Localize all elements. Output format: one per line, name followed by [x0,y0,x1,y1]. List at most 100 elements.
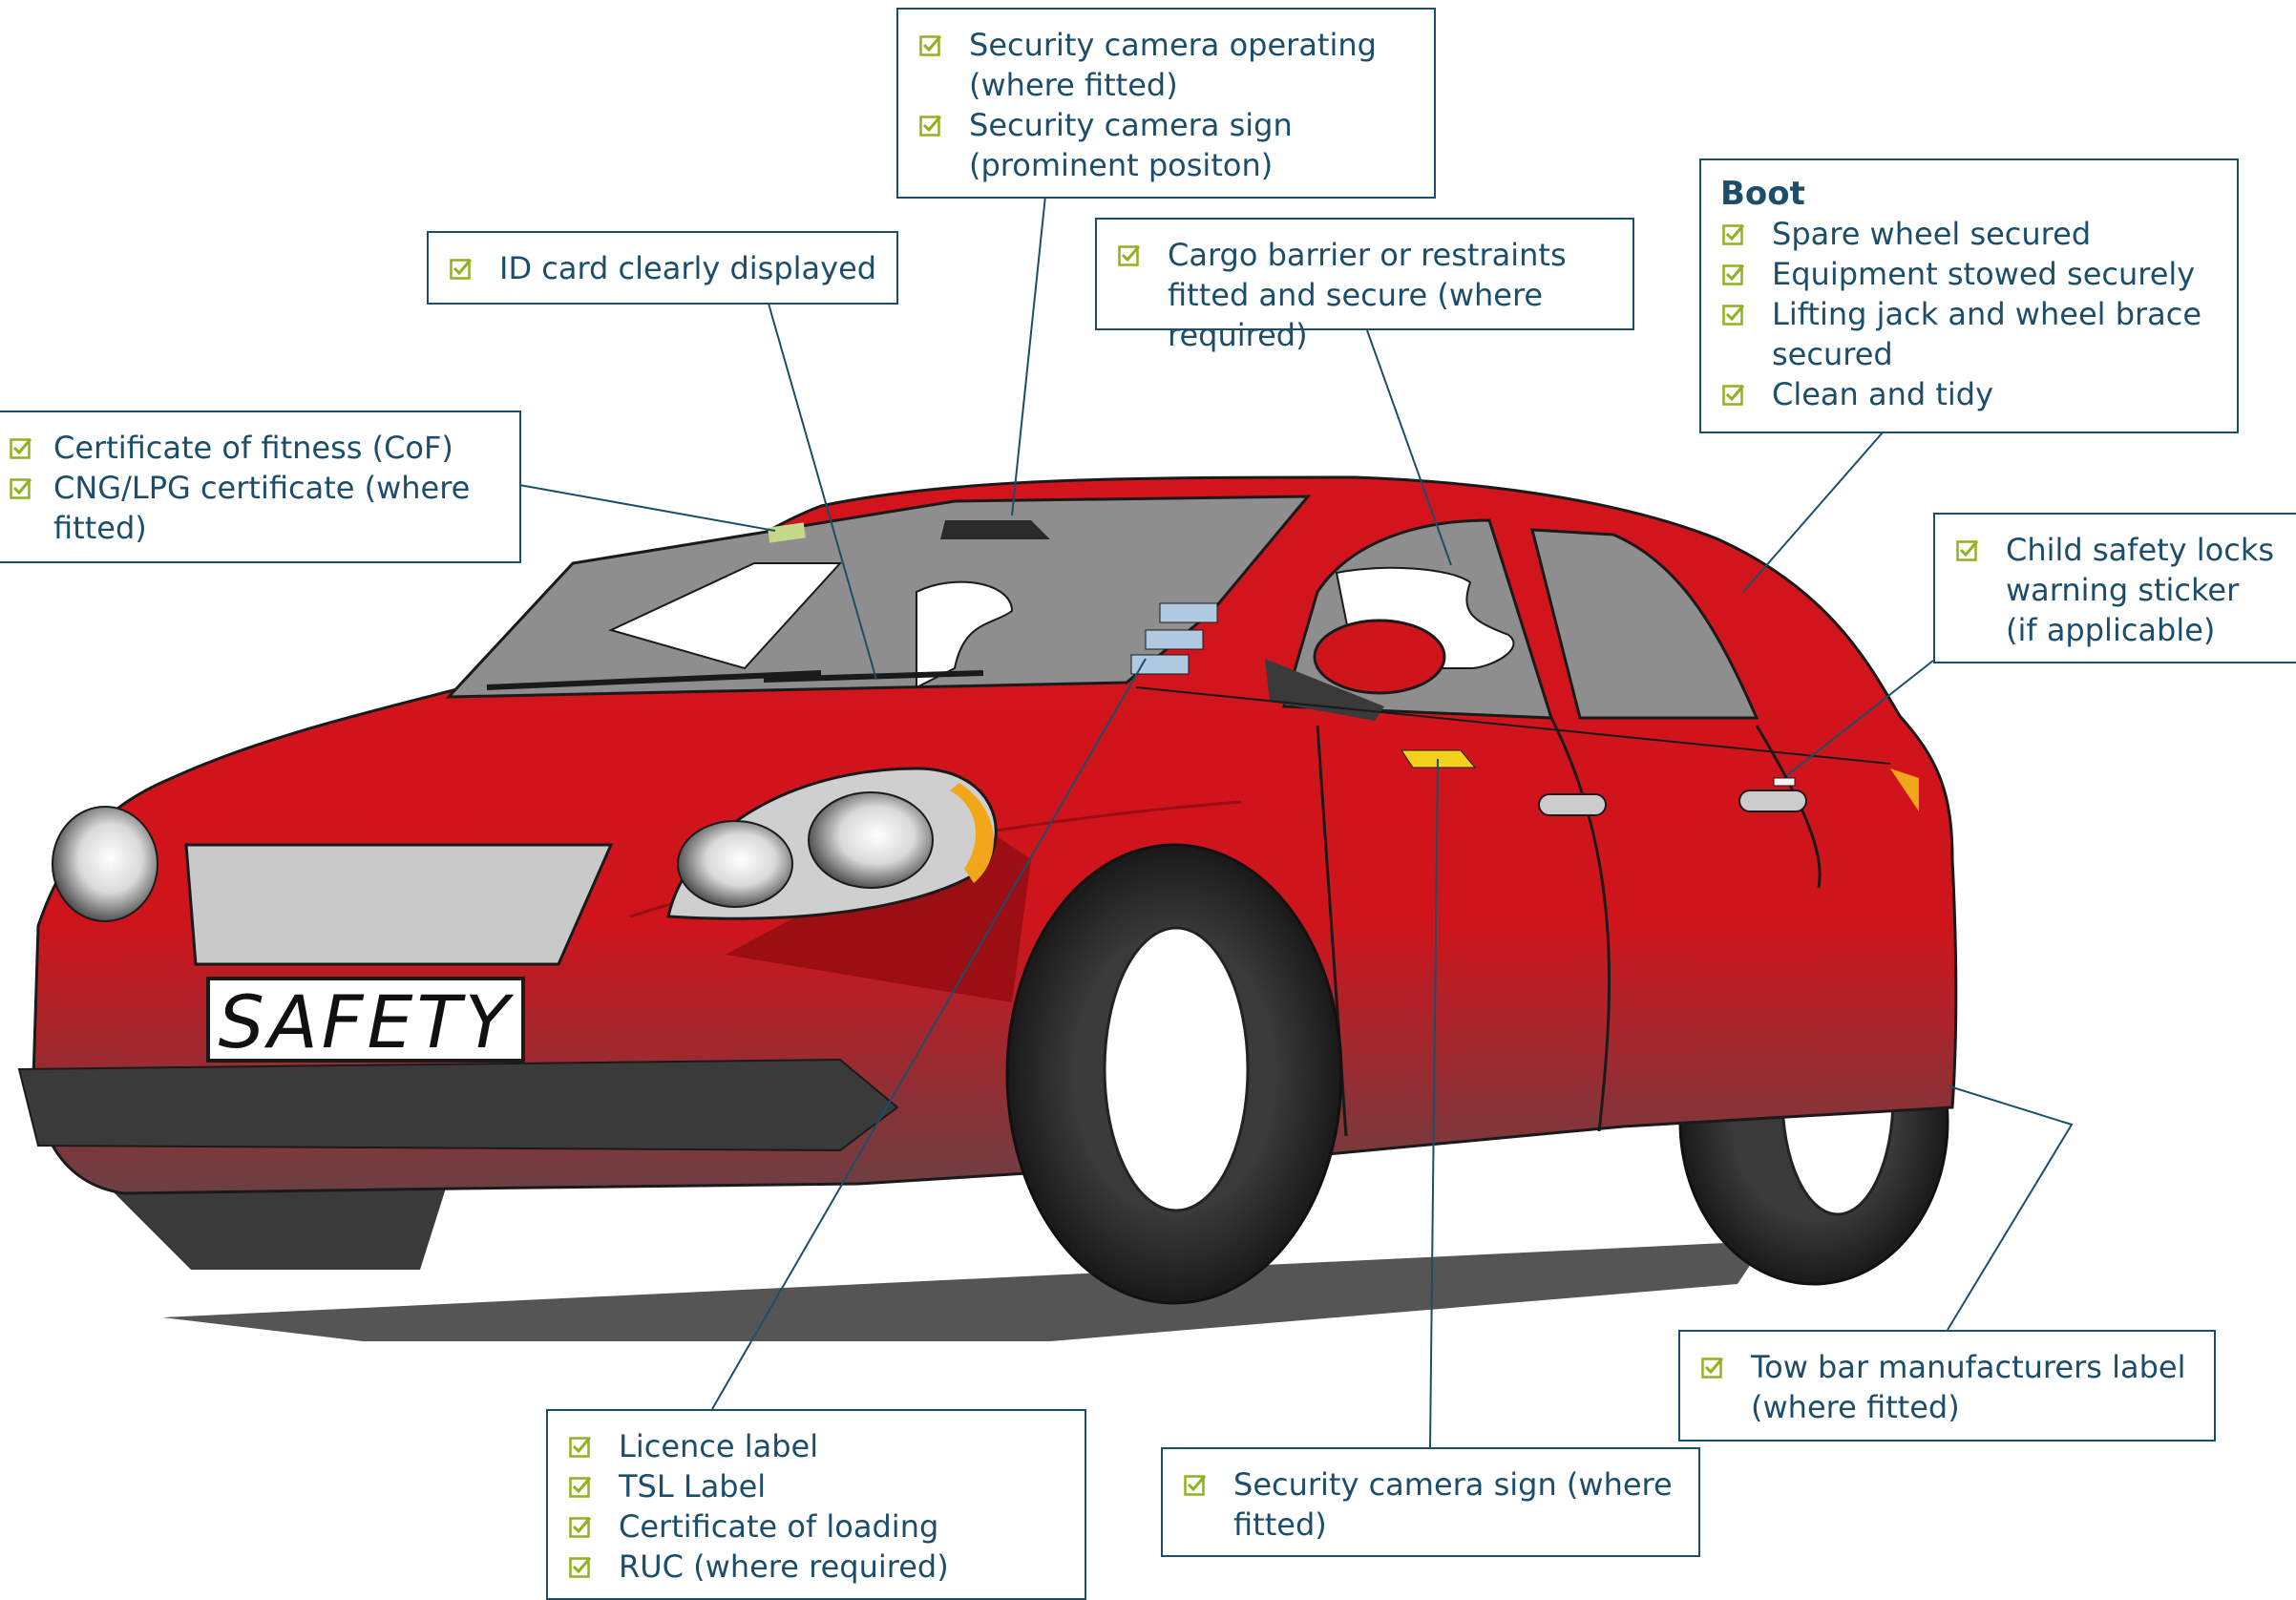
checklist-text: Clean and tidy [1772,376,1994,412]
checklist-text: Security camera sign (prominent positon) [969,107,1293,183]
licence-sticker-2 [1145,629,1204,650]
checked-box-icon [569,1437,592,1458]
licence-sticker-1 [1159,602,1218,623]
callout-camera-sign: Security camera sign (where fitted) [1161,1447,1700,1557]
checked-box-icon [10,478,32,499]
checklist-text: Security camera sign (where fitted) [1233,1466,1673,1543]
mirror-stalk [1265,659,1384,721]
checklist-item: Spare wheel secured [1720,214,2218,254]
side-mirror [1313,619,1446,695]
camerasign-list: Security camera sign (where fitted) [1182,1464,1679,1545]
checklist-item: Lifting jack and wheel brace secured [1720,294,2218,374]
rear-door-line [1549,717,1611,1132]
checklist-item: Security camera sign (prominent positon) [917,105,1415,185]
licence-sticker-3 [1130,654,1190,675]
checklist-text: Security camera operating (where fitted) [969,27,1377,103]
checked-box-icon [919,35,942,56]
checked-box-icon [1722,305,1745,326]
checklist-text: Spare wheel secured [1772,216,2092,252]
callout-cargo-barrier: Cargo barrier or restraints fitted and s… [1095,218,1634,353]
checklist-text: Licence label [619,1428,819,1464]
checklist-item: Licence label [567,1426,1065,1466]
headlight-right [808,791,934,889]
leader-licence [711,658,1147,1410]
leader-idcard [768,303,877,681]
licence-plate [206,977,525,1063]
windscreen-sticker [768,522,806,543]
checked-box-icon [569,1557,592,1578]
leader-cargo [1366,329,1452,566]
grille [184,843,614,966]
licence-list: Licence label TSL Label Certificate of l… [567,1426,1065,1587]
checklist-item: Clean and tidy [1720,374,2218,414]
front-wheel [1005,843,1343,1305]
leader-childlocks [1786,660,1934,776]
checklist-item: ID card clearly displayed [448,248,877,288]
checklist-text: Lifting jack and wheel brace secured [1772,296,2202,372]
checked-box-icon [450,259,473,280]
child-lock-sticker [1773,777,1796,787]
checked-box-icon [1722,224,1745,245]
checklist-text: Cargo barrier or restraints fitted and s… [1168,237,1567,353]
ground-shadow [162,1241,1766,1341]
checked-box-icon [1722,264,1745,285]
checklist-text: Certificate of loading [619,1508,939,1545]
fog-lamp [52,806,158,922]
checklist-text: TSL Label [619,1468,767,1505]
camera-list: Security camera operating (where fitted)… [917,25,1415,185]
rear-door-handle [1738,789,1807,812]
checklist-text: Tow bar manufacturers label (where fitte… [1751,1349,2186,1425]
checked-box-icon [1184,1475,1207,1496]
checklist-text: ID card clearly displayed [499,250,877,286]
callout-licence-label: Licence label TSL Label Certificate of l… [546,1409,1086,1600]
headlight-left [677,820,793,908]
checklist-item: Equipment stowed securely [1720,254,2218,294]
checklist-text: Child safety locks warning sticker (if a… [2006,532,2275,648]
checklist-text: Certificate of fitness (CoF) [53,430,453,466]
cof-list: Certificate of fitness (CoF) CNG/LPG cer… [8,428,500,548]
checked-box-icon [569,1517,592,1538]
checklist-text: RUC (where required) [619,1548,949,1585]
front-door-handle [1538,793,1607,816]
checklist-item: Child safety locks warning sticker (if a… [1954,530,2280,650]
leader-towbar [1947,1085,2074,1331]
checklist-item: TSL Label [567,1466,1065,1506]
cargo-list: Cargo barrier or restraints fitted and s… [1116,235,1613,355]
checklist-text: Equipment stowed securely [1772,256,2196,292]
childlocks-list: Child safety locks warning sticker (if a… [1954,530,2280,650]
checked-box-icon [569,1477,592,1498]
checked-box-icon [1118,245,1141,266]
boot-heading: Boot [1720,175,1805,213]
idcard-list: ID card clearly displayed [448,248,877,288]
callout-child-locks: Child safety locks warning sticker (if a… [1933,513,2296,663]
shoulder-line [1135,686,1891,765]
front-bumper [17,1058,899,1152]
rear-side-window [1530,528,1759,720]
checked-box-icon [1956,540,1979,561]
wiper-left [486,670,822,690]
callout-tow-bar: Tow bar manufacturers label (where fitte… [1678,1330,2216,1442]
checklist-item: CNG/LPG certificate (where fitted) [8,468,500,548]
checklist-item: Tow bar manufacturers label (where fitte… [1699,1347,2195,1427]
checked-box-icon [919,116,942,137]
security-camera [940,520,1050,539]
interior-highlight [916,580,1014,689]
plate-text: SAFETY [219,979,515,1064]
towbar-list: Tow bar manufacturers label (where fitte… [1699,1347,2195,1427]
checklist-item: Cargo barrier or restraints fitted and s… [1116,235,1613,355]
checked-box-icon [10,438,32,459]
checked-box-icon [1701,1358,1724,1379]
leader-boot [1742,432,1884,593]
callout-id-card: ID card clearly displayed [427,231,898,305]
callout-security-camera: Security camera operating (where fitted)… [896,8,1436,199]
leader-camerasign [1429,758,1439,1448]
indicator-amber [950,783,994,883]
callout-boot: Boot Spare wheel secured Equipment stowe… [1699,158,2239,433]
rear-arch-line [1755,725,1822,889]
checklist-item: Security camera operating (where fitted) [917,25,1415,105]
leader-camera [1011,195,1046,516]
front-undertray [105,1179,449,1270]
checklist-item: Security camera sign (where fitted) [1182,1464,1679,1545]
leader-cof [518,484,776,532]
